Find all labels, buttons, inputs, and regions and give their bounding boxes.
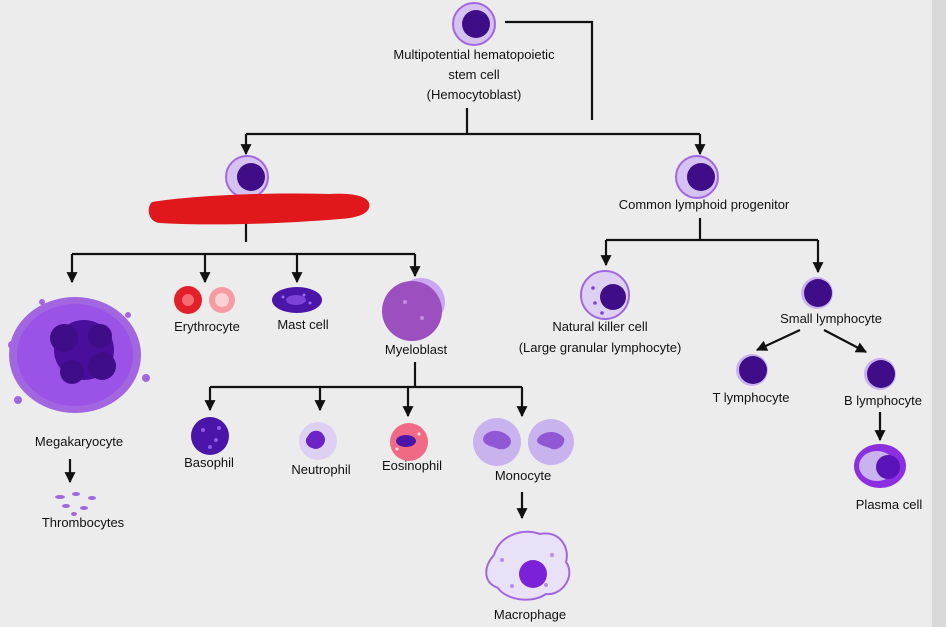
stem-cell-label-line1: Multipotential hematopoietic <box>393 47 555 62</box>
thrombocytes-label: Thrombocytes <box>42 515 125 530</box>
lymphoid-progenitor-label: Common lymphoid progenitor <box>619 197 790 212</box>
b-lymphocyte-label: B lymphocyte <box>844 393 922 408</box>
erythrocyte-label: Erythrocyte <box>174 319 240 334</box>
myeloblast-label: Myeloblast <box>385 342 448 357</box>
eosinophil-label: Eosinophil <box>382 458 442 473</box>
small-lymphocyte-cell <box>801 277 833 309</box>
labels: Multipotential hematopoietic stem cell (… <box>35 47 922 622</box>
mast-cell <box>272 287 322 313</box>
myeloid-progenitor-cell <box>225 155 269 199</box>
monocyte-cells <box>473 418 574 466</box>
nk-cell-label-line2: (Large granular lymphocyte) <box>519 340 682 355</box>
b-lymphocyte-cell <box>864 358 896 390</box>
macrophage-label: Macrophage <box>494 607 566 622</box>
plasma-cell <box>854 444 906 488</box>
mast-cell-label: Mast cell <box>277 317 328 332</box>
megakaryocyte-label: Megakaryocyte <box>35 434 123 449</box>
eosinophil-cell <box>390 423 428 461</box>
thrombocytes-cells <box>55 492 96 516</box>
megakaryocyte-cell <box>8 297 150 413</box>
lymphoid-progenitor-cell <box>675 155 719 199</box>
connectors <box>64 20 886 520</box>
plasma-cell-label: Plasma cell <box>856 497 923 512</box>
stem-cell-label-line2: stem cell <box>448 67 499 82</box>
t-lymphocyte-label: T lymphocyte <box>712 390 789 405</box>
redaction-mark <box>148 193 370 225</box>
nk-cell-label-line1: Natural killer cell <box>552 319 647 334</box>
stem-cell-label-line3: (Hemocytoblast) <box>427 87 522 102</box>
neutrophil-cell <box>299 422 337 460</box>
macrophage-cell <box>485 530 571 601</box>
basophil-cell <box>191 417 229 455</box>
monocyte-label: Monocyte <box>495 468 551 483</box>
natural-killer-cell <box>580 270 630 320</box>
window-edge <box>932 0 946 627</box>
t-lymphocyte-cell <box>736 354 768 386</box>
erythrocyte-cells <box>174 286 235 314</box>
stem-cell <box>452 2 496 46</box>
neutrophil-label: Neutrophil <box>291 462 350 477</box>
small-lymphocyte-label: Small lymphocyte <box>780 311 882 326</box>
myeloblast-cell <box>382 278 445 341</box>
basophil-label: Basophil <box>184 455 234 470</box>
